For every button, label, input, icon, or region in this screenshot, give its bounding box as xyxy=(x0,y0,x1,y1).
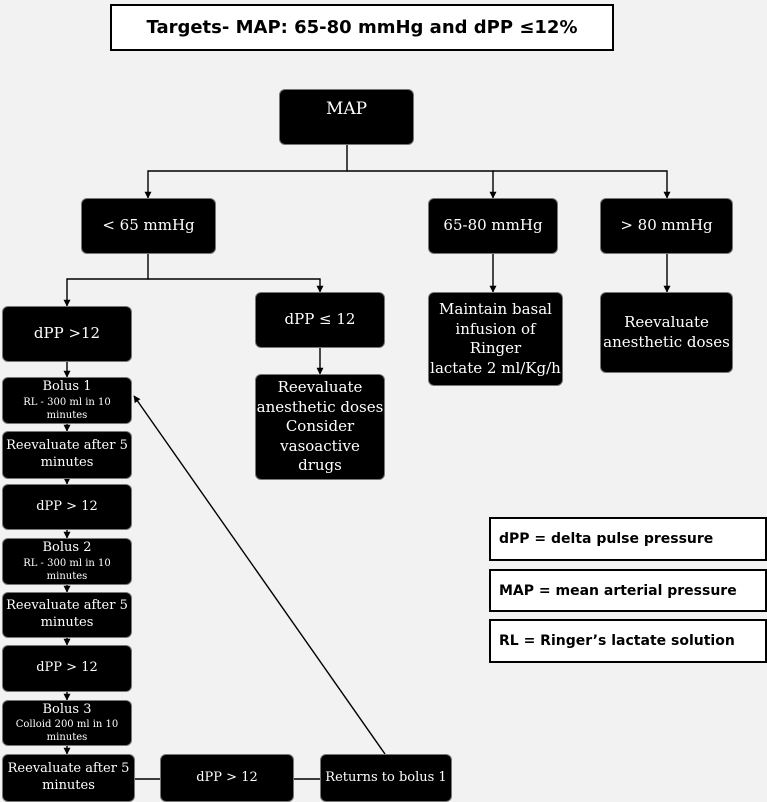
node-bolus-1: Bolus 1 RL - 300 ml in 10 minutes xyxy=(2,377,132,424)
node-bolus-2-detail: RL - 300 ml in 10 minutes xyxy=(23,557,111,582)
node-reevaluate-5min-1-line-1: Reevaluate after 5 xyxy=(6,438,128,454)
node-bolus-2: Bolus 2 RL - 300 ml in 10 minutes xyxy=(2,538,132,585)
edge-map-to-ranges xyxy=(144,145,348,199)
node-gt80-label: > 80 mmHg xyxy=(620,216,713,235)
node-maintain-infusion: Maintain basal infusion of Ringer lactat… xyxy=(428,292,563,386)
node-maintain-line-1: Maintain basal xyxy=(439,300,552,318)
legend-dpp: dPP = delta pulse pressure xyxy=(489,517,767,561)
node-dpp-check-2-label: dPP > 12 xyxy=(36,660,98,676)
node-consider-line-3: Consider xyxy=(285,417,355,436)
node-dpp-le12-label: dPP ≤ 12 xyxy=(284,310,356,329)
edge-lt65-to-dpp xyxy=(63,254,149,307)
node-reevaluate-5min-2-line-1: Reevaluate after 5 xyxy=(6,598,128,614)
node-reevaluate-5min-3-line-2: minutes xyxy=(42,778,95,793)
node-dpp-check-3-label: dPP > 12 xyxy=(196,769,258,785)
edge-map-to-gt80 xyxy=(493,170,671,199)
node-reevaluate-5min-3-line-1: Reevaluate after 5 xyxy=(7,761,130,777)
node-maintain-line-3: lactate 2 ml/Kg/h xyxy=(430,358,561,377)
node-returns-label: Returns to bolus 1 xyxy=(325,769,447,785)
legend-map: MAP = mean arterial pressure xyxy=(489,569,767,612)
node-consider-line-2: anesthetic doses xyxy=(256,397,384,416)
node-dpp-le12: dPP ≤ 12 xyxy=(255,292,385,348)
node-lt65: < 65 mmHg xyxy=(81,198,216,254)
node-reevaluate-anesthetic: Reevaluate anesthetic doses xyxy=(600,292,733,373)
node-dpp-check-1-label: dPP > 12 xyxy=(36,498,98,514)
node-dpp-check-1: dPP > 12 xyxy=(2,484,132,530)
node-returns-to-bolus-1: Returns to bolus 1 xyxy=(320,754,452,802)
node-dpp-check-3: dPP > 12 xyxy=(160,754,294,802)
node-reevaluate-5min-3: Reevaluate after 5 minutes xyxy=(2,754,135,802)
node-bolus-3-title: Bolus 3 xyxy=(42,701,92,717)
node-dpp-check-2: dPP > 12 xyxy=(2,645,132,692)
node-reevaluate-consider: Reevaluate anesthetic doses Consider vas… xyxy=(255,374,385,480)
node-bolus-2-title: Bolus 2 xyxy=(42,540,92,556)
node-bolus-1-title: Bolus 1 xyxy=(42,379,92,395)
node-reevaluate-5min-2: Reevaluate after 5 minutes xyxy=(2,592,132,638)
edge-lt65-to-dpple12 xyxy=(148,278,324,293)
node-lt65-label: < 65 mmHg xyxy=(102,216,195,235)
legend-map-text: MAP = mean arterial pressure xyxy=(499,582,737,599)
node-reevaluate-5min-1: Reevaluate after 5 minutes xyxy=(2,431,132,479)
legend-rl: RL = Ringer’s lactate solution xyxy=(489,619,767,663)
node-consider-line-1: Reevaluate xyxy=(277,378,363,397)
node-reevaluate-5min-1-line-2: minutes xyxy=(40,455,94,470)
node-reevaluate-5min-2-line-2: minutes xyxy=(40,615,94,630)
edge-returns-to-bolus1 xyxy=(133,395,386,755)
node-reevaluate-line-2: anesthetic doses xyxy=(603,332,730,351)
legend-rl-text: RL = Ringer’s lactate solution xyxy=(499,633,735,649)
node-maintain-line-2: infusion of Ringer xyxy=(455,319,536,358)
node-map-label: MAP xyxy=(325,99,368,119)
node-65-80-label: 65-80 mmHg xyxy=(443,216,543,235)
node-bolus-1-detail: RL - 300 ml in 10 minutes xyxy=(23,396,111,421)
node-bolus-3: Bolus 3 Colloid 200 ml in 10 minutes xyxy=(2,700,132,746)
page-title: Targets- MAP: 65-80 mmHg and dPP ≤12% xyxy=(110,4,614,51)
node-dpp-gt12-label: dPP >12 xyxy=(33,324,101,343)
legend-dpp-text: dPP = delta pulse pressure xyxy=(499,531,714,547)
node-bolus-3-detail: Colloid 200 ml in 10 minutes xyxy=(15,719,119,744)
node-65-80: 65-80 mmHg xyxy=(428,198,558,254)
node-consider-line-4: vasoactive drugs xyxy=(280,436,360,475)
edge-map-to-6580 xyxy=(347,170,497,199)
node-dpp-gt12: dPP >12 xyxy=(2,306,132,362)
node-gt80: > 80 mmHg xyxy=(600,198,733,254)
node-reevaluate-line-1: Reevaluate xyxy=(624,313,709,331)
node-map: MAP xyxy=(279,89,414,145)
